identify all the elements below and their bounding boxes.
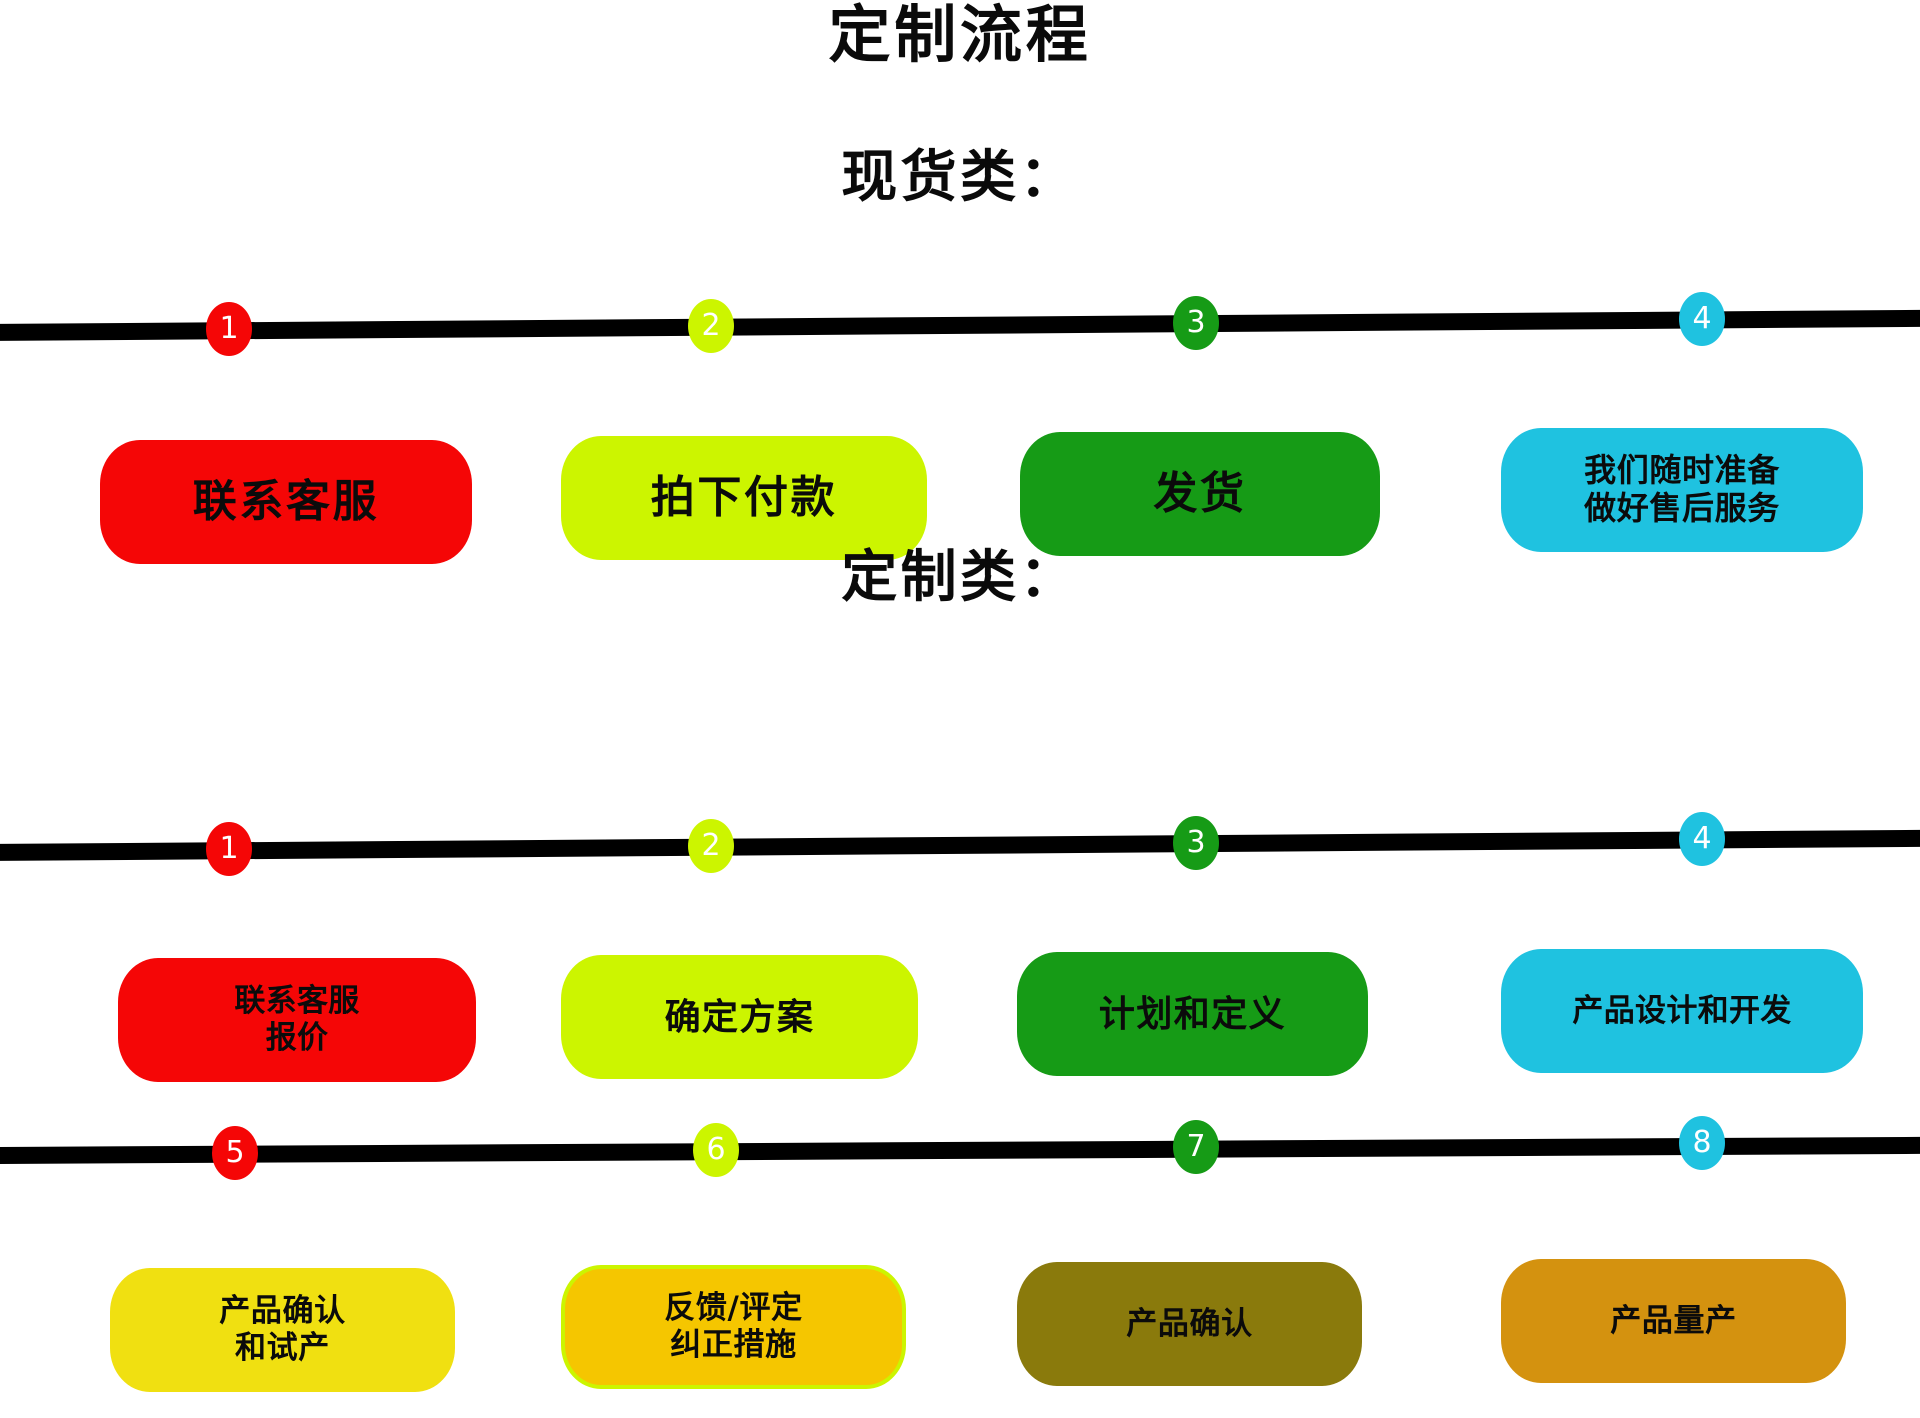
step-marker-3[interactable]: 3: [1173, 296, 1219, 350]
process-box-6[interactable]: 反馈/评定 纠正措施: [561, 1265, 906, 1389]
section-title-custom: 定制类：: [841, 544, 1079, 610]
step-marker-3[interactable]: 3: [1173, 816, 1219, 870]
step-marker-1[interactable]: 1: [206, 302, 252, 356]
page-title: 定制流程: [828, 0, 1092, 71]
process-box-label: 产品量产: [1610, 1302, 1737, 1339]
step-marker-1[interactable]: 1: [206, 822, 252, 876]
timeline-custom-a: 1 2 3 4: [0, 812, 1920, 884]
process-box-5[interactable]: 产品确认 和试产: [110, 1268, 455, 1392]
process-box-label: 我们随时准备 做好售后服务: [1584, 451, 1780, 527]
step-marker-4[interactable]: 4: [1679, 812, 1725, 866]
process-box-8[interactable]: 产品量产: [1501, 1259, 1846, 1383]
process-box-label: 产品设计和开发: [1572, 992, 1792, 1029]
process-box-1[interactable]: 联系客服 报价: [118, 958, 476, 1082]
process-box-label: 产品确认: [1126, 1305, 1253, 1342]
step-marker-2[interactable]: 2: [688, 819, 734, 873]
step-marker-7[interactable]: 7: [1173, 1120, 1219, 1174]
process-box-label: 发货: [1153, 468, 1247, 520]
process-box-3[interactable]: 计划和定义: [1017, 952, 1368, 1076]
step-marker-4[interactable]: 4: [1679, 292, 1725, 346]
process-box-label: 联系客服 报价: [234, 983, 360, 1056]
process-box-7[interactable]: 产品确认: [1017, 1262, 1362, 1386]
process-box-4[interactable]: 产品设计和开发: [1501, 949, 1863, 1073]
step-marker-6[interactable]: 6: [693, 1123, 739, 1177]
timeline-custom-b: 5 6 7 8: [0, 1116, 1920, 1189]
process-box-1[interactable]: 联系客服: [100, 440, 472, 564]
process-box-label: 计划和定义: [1098, 992, 1287, 1035]
step-marker-5[interactable]: 5: [212, 1126, 258, 1180]
step-marker-2[interactable]: 2: [688, 299, 734, 353]
process-box-2[interactable]: 确定方案: [561, 955, 918, 1079]
timeline-rail: [0, 309, 1920, 341]
step-marker-8[interactable]: 8: [1679, 1116, 1725, 1170]
process-box-label: 联系客服: [192, 476, 380, 528]
process-box-label: 确定方案: [664, 995, 815, 1038]
process-box-label: 反馈/评定 纠正措施: [664, 1290, 803, 1363]
process-row-custom-b: 产品确认 和试产 反馈/评定 纠正措施 产品确认 产品量产: [0, 1259, 1920, 1418]
process-box-label: 拍下付款: [650, 472, 838, 524]
process-box-label: 产品确认 和试产: [219, 1293, 346, 1366]
process-box-4[interactable]: 我们随时准备 做好售后服务: [1501, 428, 1863, 552]
timeline-rail: [0, 829, 1920, 861]
process-box-2[interactable]: 拍下付款: [561, 436, 927, 560]
timeline-in-stock: 1 2 3 4: [0, 292, 1920, 364]
section-title-in-stock: 现货类：: [841, 144, 1079, 210]
process-row-in-stock: 联系客服 拍下付款 发货 我们随时准备 做好售后服务: [0, 428, 1920, 600]
process-box-3[interactable]: 发货: [1020, 432, 1380, 556]
process-row-custom-a: 联系客服 报价 确定方案 计划和定义 产品设计和开发: [0, 949, 1920, 1108]
timeline-rail: [0, 1136, 1920, 1164]
